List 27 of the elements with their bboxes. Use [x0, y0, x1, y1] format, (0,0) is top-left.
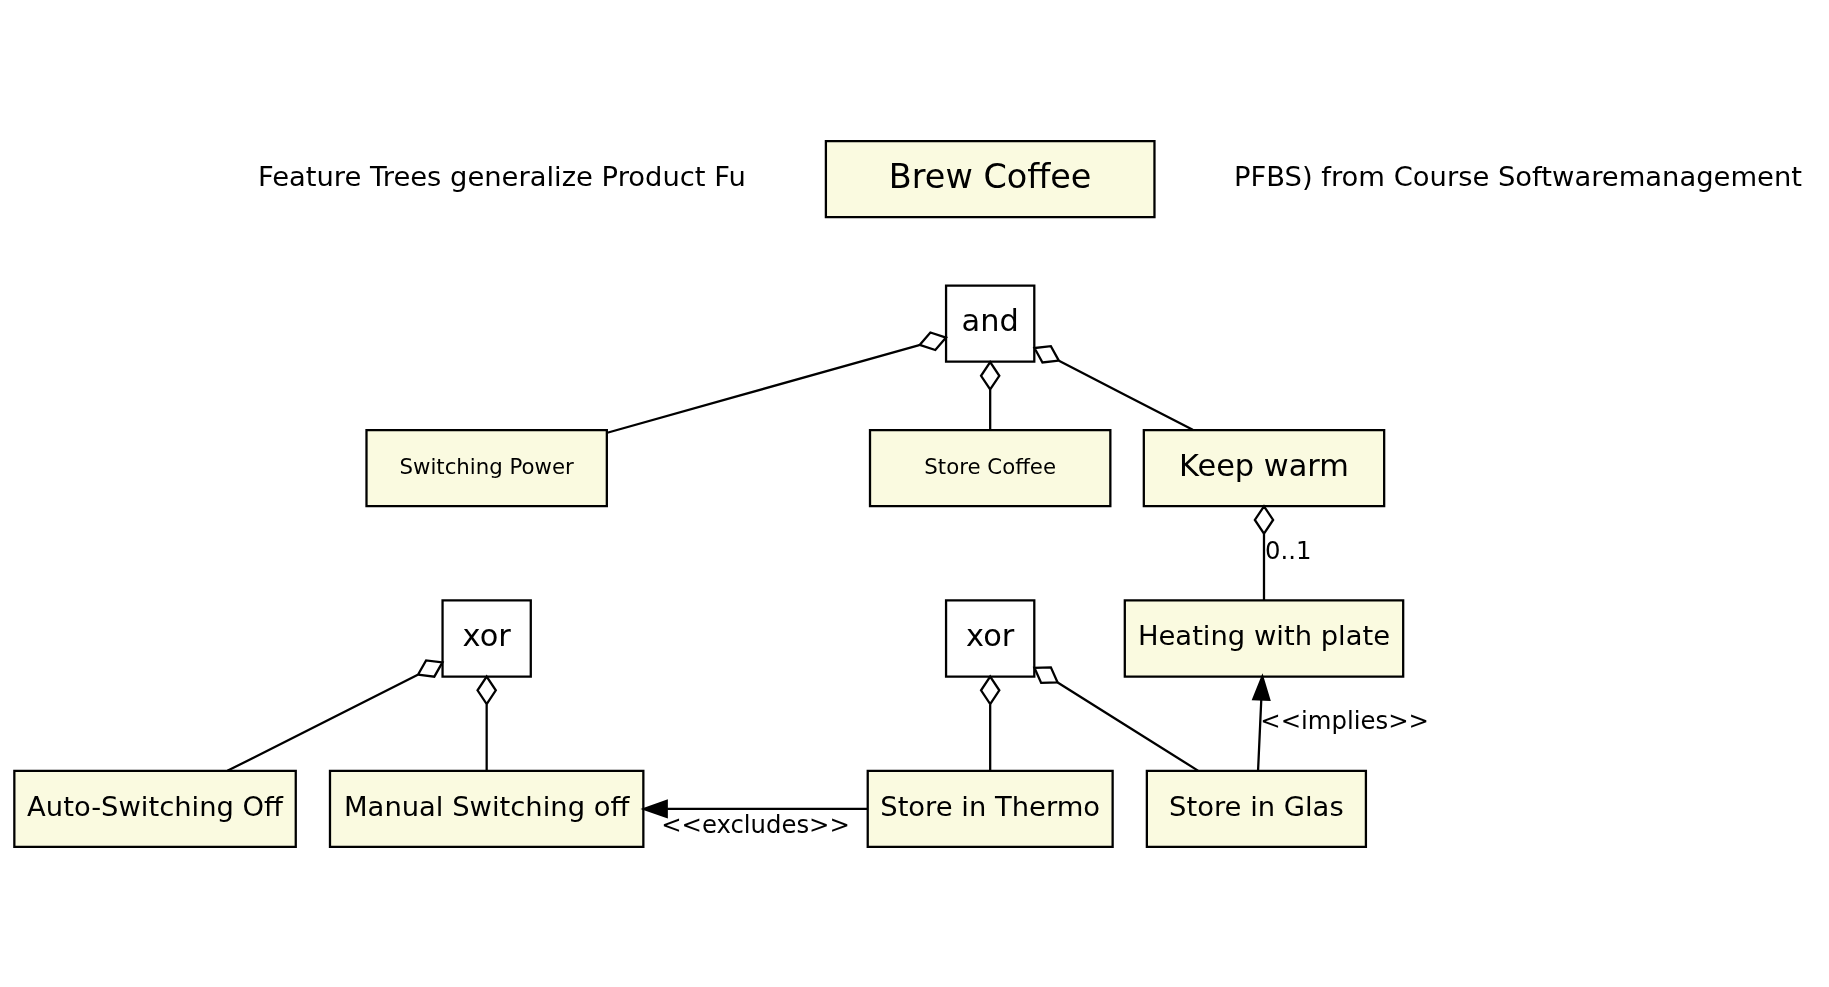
node-box: xor	[441, 598, 532, 678]
node-box: and	[944, 283, 1036, 363]
connector	[1032, 665, 1199, 772]
connector	[979, 359, 1001, 429]
connector	[606, 330, 948, 434]
connector	[1032, 344, 1194, 431]
connector	[476, 674, 498, 771]
node-box: Switching Power	[365, 428, 608, 507]
node-box: Store in Thermo	[866, 769, 1114, 848]
connector	[979, 674, 1001, 771]
node-box: xor	[944, 598, 1036, 678]
node-box: Auto-Switching Off	[13, 769, 297, 848]
edge-label: 0..1	[1265, 535, 1312, 565]
node-box: Store Coffee	[868, 428, 1112, 507]
node-box: Store in Glas	[1145, 769, 1368, 848]
label: PFBS) from Course Softwaremanagement	[1234, 160, 1803, 192]
edge-label: <<implies>>	[1260, 705, 1429, 735]
connector	[1253, 503, 1275, 600]
node-box: Keep warm	[1142, 428, 1386, 507]
arrow	[1251, 672, 1271, 771]
connector	[226, 658, 445, 772]
label: Feature Trees generalize Product Fu	[257, 160, 746, 192]
arrow	[640, 798, 868, 818]
edge-label: <<excludes>>	[661, 809, 850, 839]
node-box: Manual Switching off	[328, 769, 645, 848]
node-box: Brew Coffee	[824, 139, 1156, 218]
node-box: Heating with plate	[1123, 598, 1405, 678]
